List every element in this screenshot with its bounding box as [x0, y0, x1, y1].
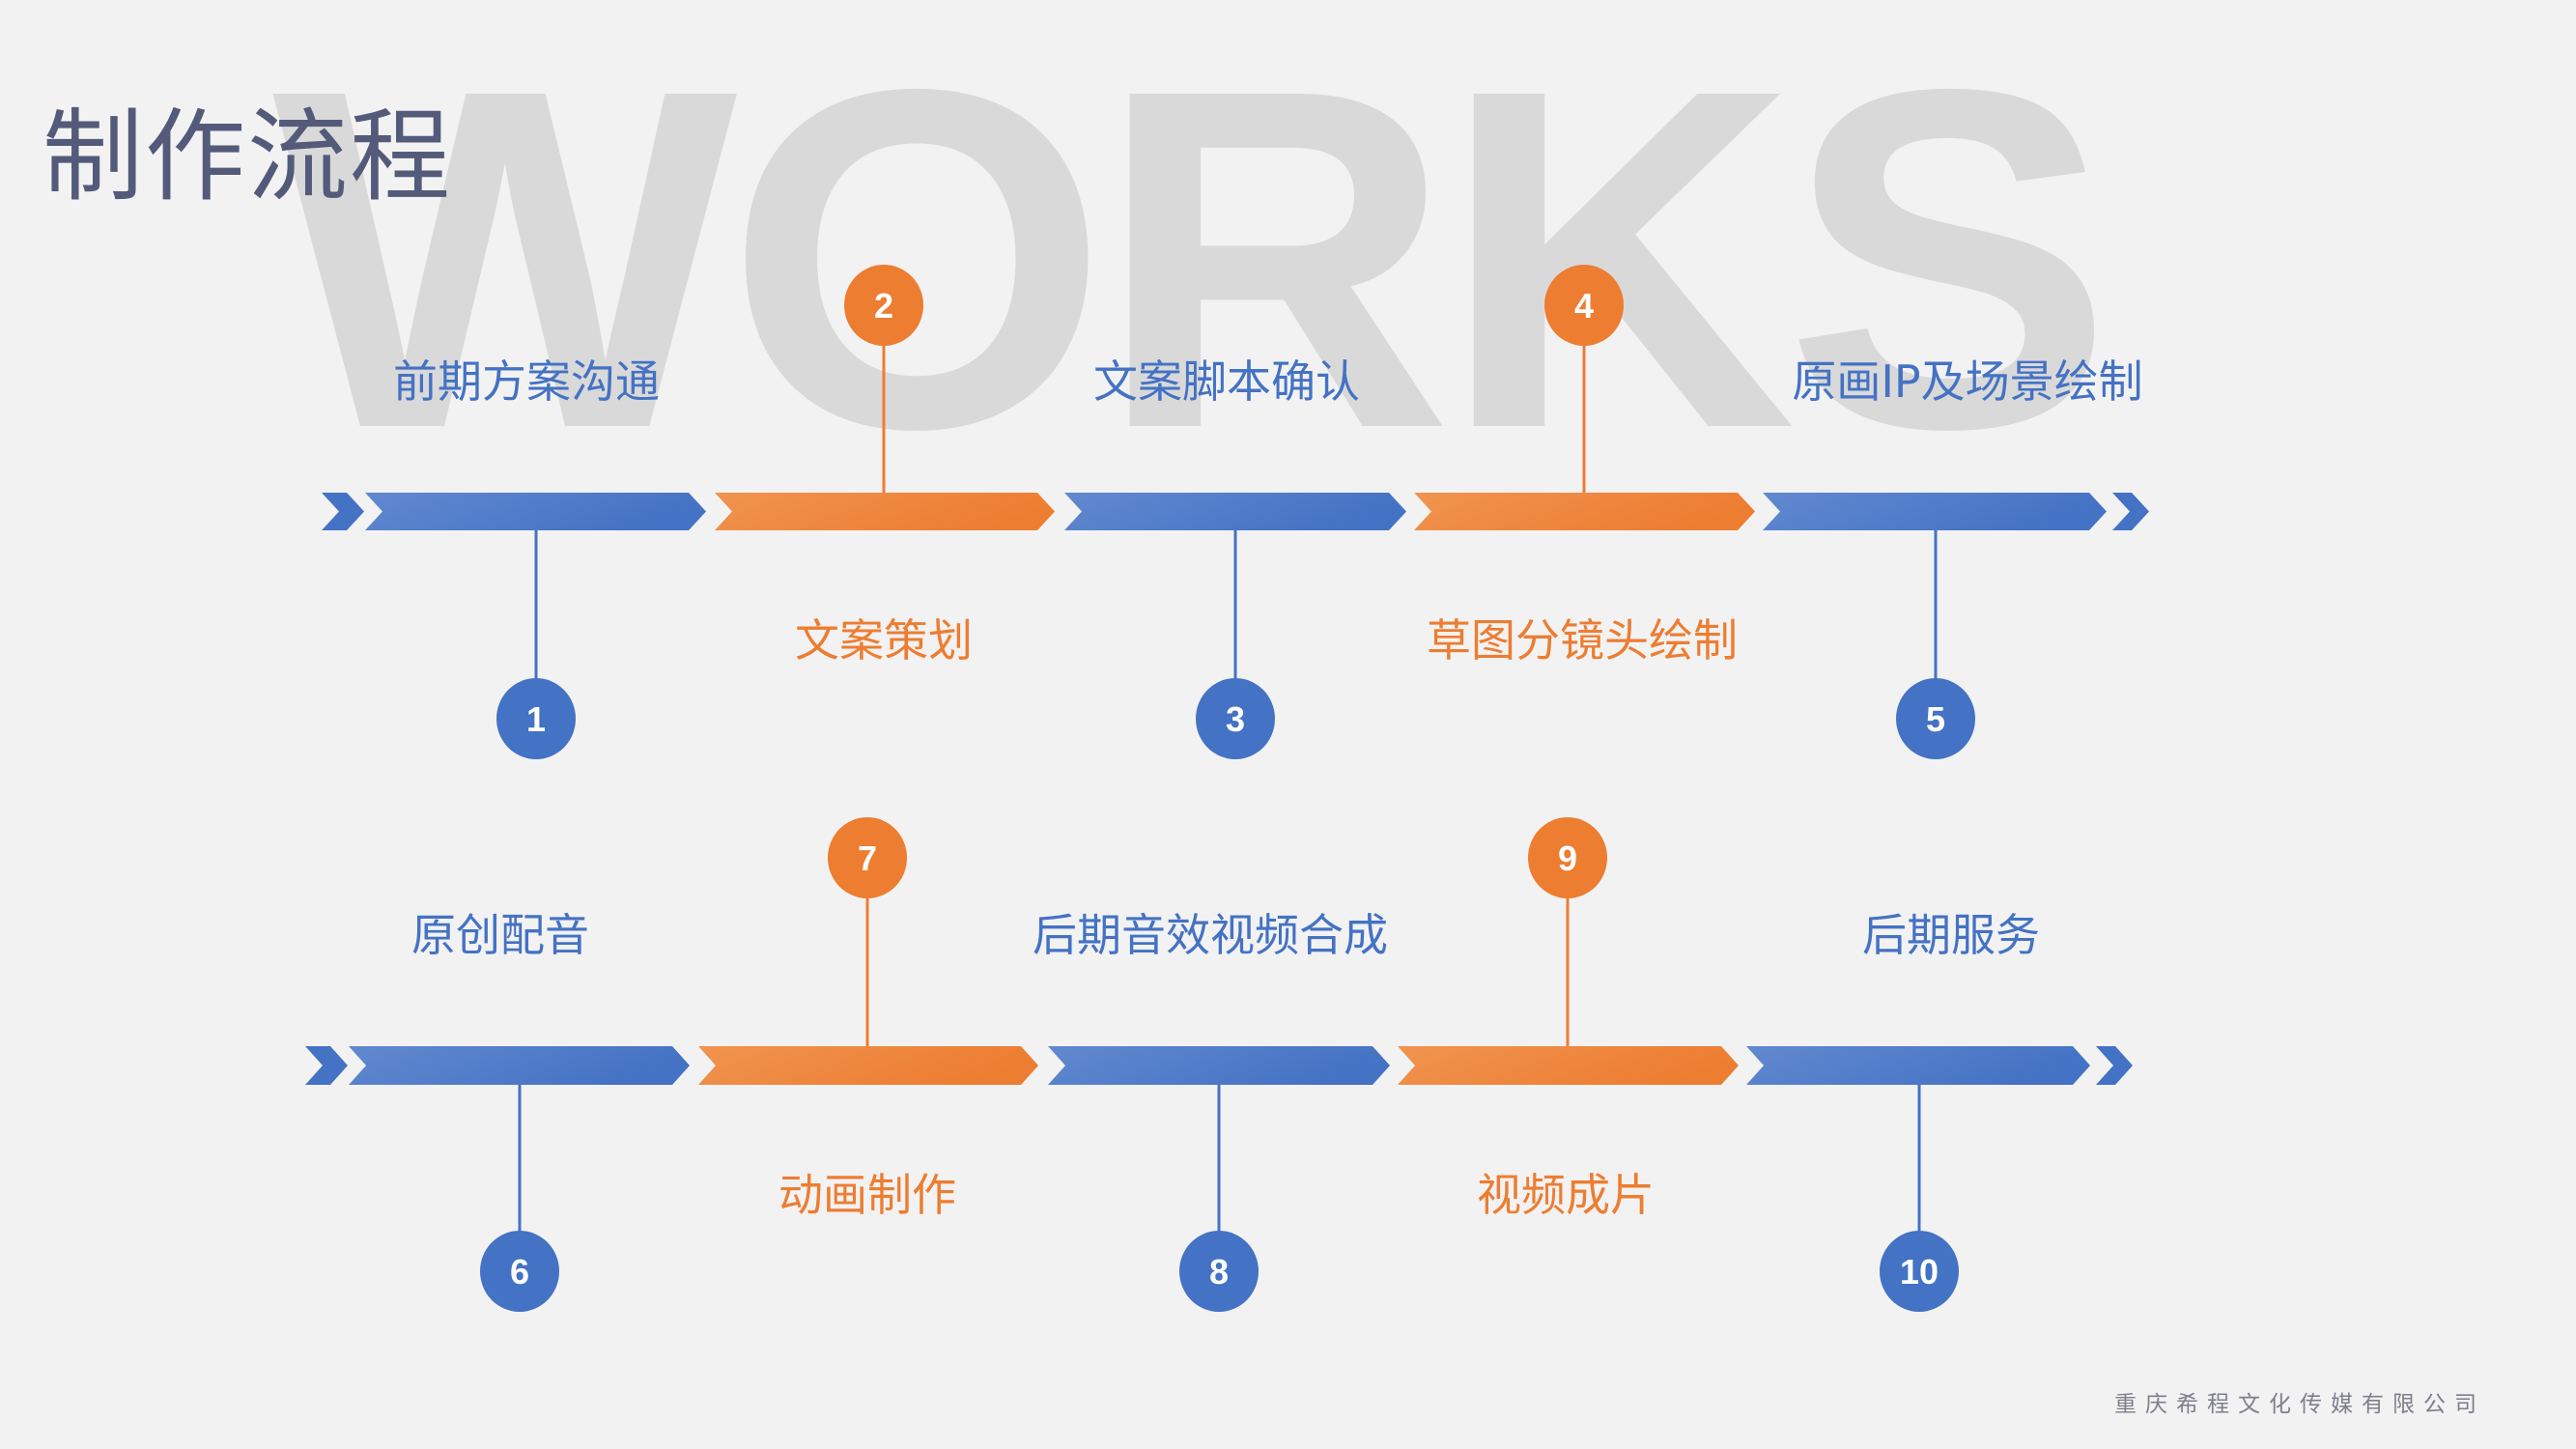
- step-label: 后期服务: [1862, 909, 2040, 961]
- step-arrow-segment: [349, 1046, 690, 1085]
- step-number: 7: [858, 838, 877, 878]
- step-arrow-segment: [1746, 1046, 2090, 1085]
- step-number: 6: [510, 1252, 529, 1292]
- step-arrow-segment: [1414, 493, 1755, 530]
- step-number: 2: [874, 286, 893, 326]
- step-arrow-segment: [1048, 1046, 1390, 1085]
- step-number: 10: [1900, 1252, 1939, 1292]
- step-arrow-segment: [1064, 493, 1406, 530]
- end-chevron-icon: [2096, 1046, 2133, 1085]
- step-number-badge: [480, 1231, 559, 1312]
- end-chevron-icon: [2112, 493, 2149, 530]
- step-number: 5: [1926, 699, 1945, 739]
- step-number: 9: [1558, 838, 1577, 878]
- step-label: 草图分镜头绘制: [1427, 614, 1738, 667]
- step-label: 文案脚本确认: [1093, 355, 1360, 408]
- step-arrow-segment: [1398, 1046, 1739, 1085]
- step-arrow-segment: [698, 1046, 1038, 1085]
- step-label: 前期方案沟通: [393, 355, 660, 408]
- step-label: 原创配音: [411, 909, 589, 961]
- step-label: 视频成片: [1477, 1169, 1655, 1221]
- step-label: 文案策划: [795, 614, 973, 667]
- step-arrow-segment: [715, 493, 1055, 530]
- start-chevron-icon: [305, 1046, 348, 1085]
- step-number-badge: [1528, 817, 1607, 898]
- step-number-badge: [1880, 1231, 1959, 1312]
- works-watermark: WORKS: [272, 0, 2113, 528]
- step-number: 1: [526, 699, 546, 739]
- step-label: 原画IP及场景绘制: [1792, 355, 2143, 408]
- page-title: 制作流程: [42, 98, 453, 215]
- step-number-badge: [1179, 1231, 1259, 1312]
- step-number: 8: [1209, 1252, 1229, 1292]
- step-label: 后期音效视频合成: [1033, 909, 1388, 961]
- flow-row-1: 1 2 3 4 5: [322, 265, 2149, 759]
- step-number-badge: [828, 817, 907, 898]
- step-number-badge: [1196, 678, 1275, 759]
- flow-row-2: 6 7 8 9 10: [305, 817, 2133, 1312]
- step-number: 4: [1574, 286, 1594, 326]
- step-number-badge: [496, 678, 576, 759]
- company-name: 重庆希程文化传媒有限公司: [2114, 1392, 2485, 1417]
- step-arrow-segment: [365, 493, 706, 530]
- step-number: 3: [1226, 699, 1245, 739]
- step-number-badge: [1544, 265, 1624, 346]
- step-arrow-segment: [1763, 493, 2107, 530]
- step-number-badge: [844, 265, 923, 346]
- step-number-badge: [1896, 678, 1975, 759]
- step-label: 动画制作: [778, 1169, 956, 1221]
- start-chevron-icon: [322, 493, 364, 530]
